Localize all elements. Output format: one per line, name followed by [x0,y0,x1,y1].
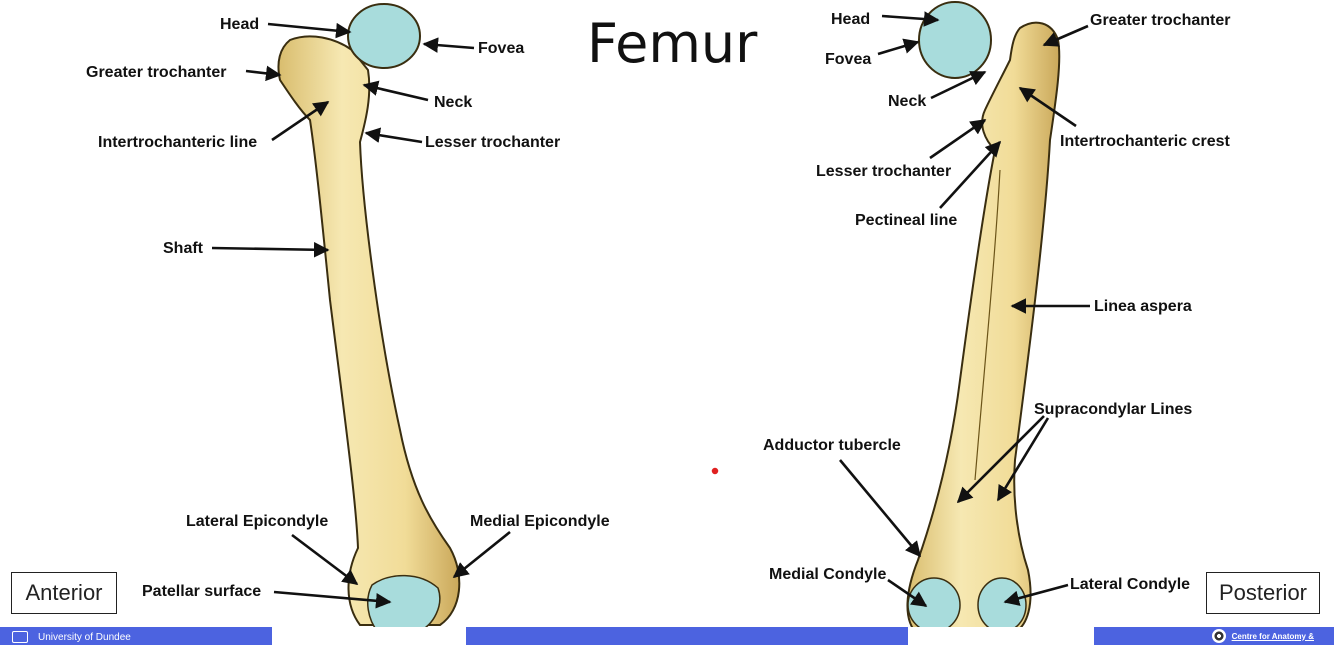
posterior-femoral-head [918,1,992,79]
footer-gap-right [908,627,1094,645]
posterior-lateral-condyle [977,577,1027,633]
post-label-lesser-trochanter: Lesser trochanter [816,163,951,180]
anterior-femur [277,3,461,633]
university-crest-icon [12,631,28,643]
ant-label-intertrochanteric-line: Intertrochanteric line [98,134,257,151]
post-label-intertrochanteric-crest: Intertrochanteric crest [1060,133,1231,150]
post-label-medial-condyle: Medial Condyle [769,566,886,583]
centre-logo-icon [1211,629,1226,643]
university-name: University of Dundee [38,631,131,643]
page-title: Femur [587,12,758,75]
post-label-supracondylar-lines: Supracondylar Lines [1034,401,1192,418]
post-label-fovea: Fovea [825,51,871,68]
ant-label-fovea: Fovea [478,40,524,57]
post-label-lateral-condyle: Lateral Condyle [1070,576,1190,593]
posterior-medial-condyle [907,577,961,633]
ant-label-neck: Neck [434,94,472,111]
posterior-femur-bone [906,21,1061,636]
ant-label-lesser-trochanter: Lesser trochanter [425,134,560,151]
post-label-greater-trochanter: Greater trochanter [1090,12,1231,29]
ant-label-lateral-epicondyle: Lateral Epicondyle [186,513,328,530]
anterior-patellar-surface [366,574,441,633]
post-label-adductor-tubercle: Adductor tubercle [763,437,901,454]
posterior-view-text: Posterior [1218,580,1308,605]
post-label-head: Head [831,11,870,28]
ant-label-greater-trochanter: Greater trochanter [86,64,227,81]
centre-name: Centre for Anatomy & [1231,631,1314,641]
post-label-pectineal-line: Pectineal line [855,212,957,229]
footer-gap-left [272,627,466,645]
ant-label-head: Head [220,16,259,33]
ant-label-patellar-surface: Patellar surface [142,583,261,600]
footer-centre: Centre for Anatomy & [1211,629,1314,643]
laser-pointer-dot [710,466,720,476]
post-label-neck: Neck [888,93,926,110]
anterior-view-text: Anterior [25,580,103,605]
posterior-view-label: Posterior [1206,572,1320,614]
anterior-femur-bone [277,35,461,626]
linea-aspera-ridge [974,169,1001,481]
post-label-linea-aspera: Linea aspera [1094,298,1192,315]
ant-label-medial-epicondyle: Medial Epicondyle [470,513,610,530]
ant-label-shaft: Shaft [163,240,204,257]
posterior-femur [906,1,1061,636]
footer-university: University of Dundee [12,631,131,643]
anterior-femoral-head [347,3,421,69]
footer-bar [0,627,1334,645]
anterior-view-label: Anterior [11,572,117,614]
